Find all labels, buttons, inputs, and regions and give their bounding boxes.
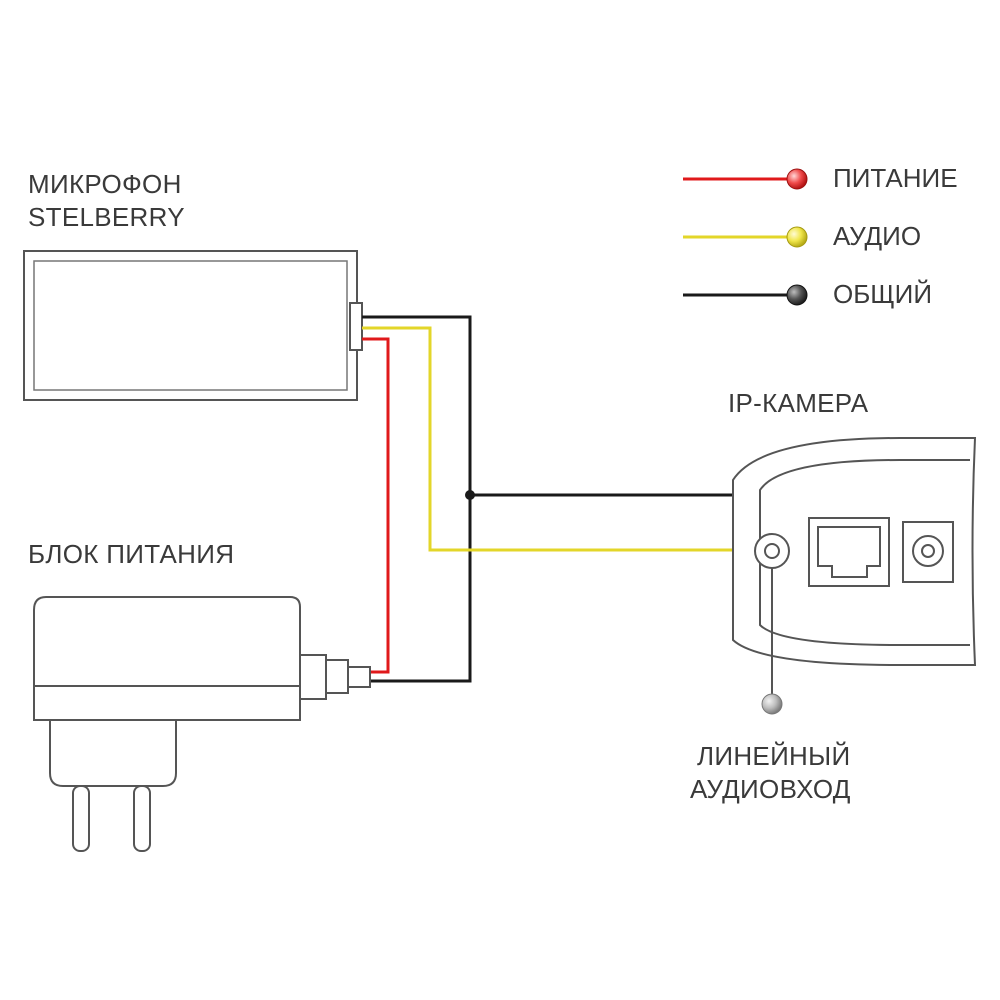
power-supply-label: БЛОК ПИТАНИЯ [28,539,235,569]
power-supply-cable-boot [299,654,327,700]
power-supply-pin-right [133,785,151,852]
power-supply-plug-base [49,719,177,787]
wire-audio [362,326,755,552]
microphone-label-line2: STELBERRY [28,202,185,232]
ip-camera [732,437,977,666]
legend-power-label: ПИТАНИЕ [833,163,958,193]
legend-common-dot [786,284,808,306]
microphone [23,250,363,401]
line-input-label-line1: ЛИНЕЙНЫЙ [697,741,851,771]
legend-power-dot [786,168,808,190]
line-input-label-line2: АУДИОВХОД [690,774,851,804]
ip-camera-label: IP-КАМЕРА [728,388,869,418]
line-input-pointer [761,568,783,715]
wire-junction [465,490,475,500]
power-supply-plug-tip [347,666,371,688]
wires [362,315,774,683]
camera-power-port-pin [921,544,935,558]
line-input-dot [761,693,783,715]
camera-ethernet-port-inner [817,526,881,578]
legend [683,168,808,306]
wire-common [362,315,472,683]
wire-power [362,337,390,674]
power-supply-plug-barrel [325,659,349,694]
microphone-body-inner [33,260,348,391]
legend-common-label: ОБЩИЙ [833,279,933,309]
power-supply-body [33,596,301,721]
legend-audio-dot [786,226,808,248]
power-supply [33,596,371,852]
power-supply-pin-left [72,785,90,852]
microphone-label-line1: МИКРОФОН [28,169,182,199]
microphone-connector [349,302,363,351]
legend-audio-label: АУДИО [833,221,922,251]
camera-audio-jack-inner [764,543,780,559]
wire-common-camera [470,493,774,535]
